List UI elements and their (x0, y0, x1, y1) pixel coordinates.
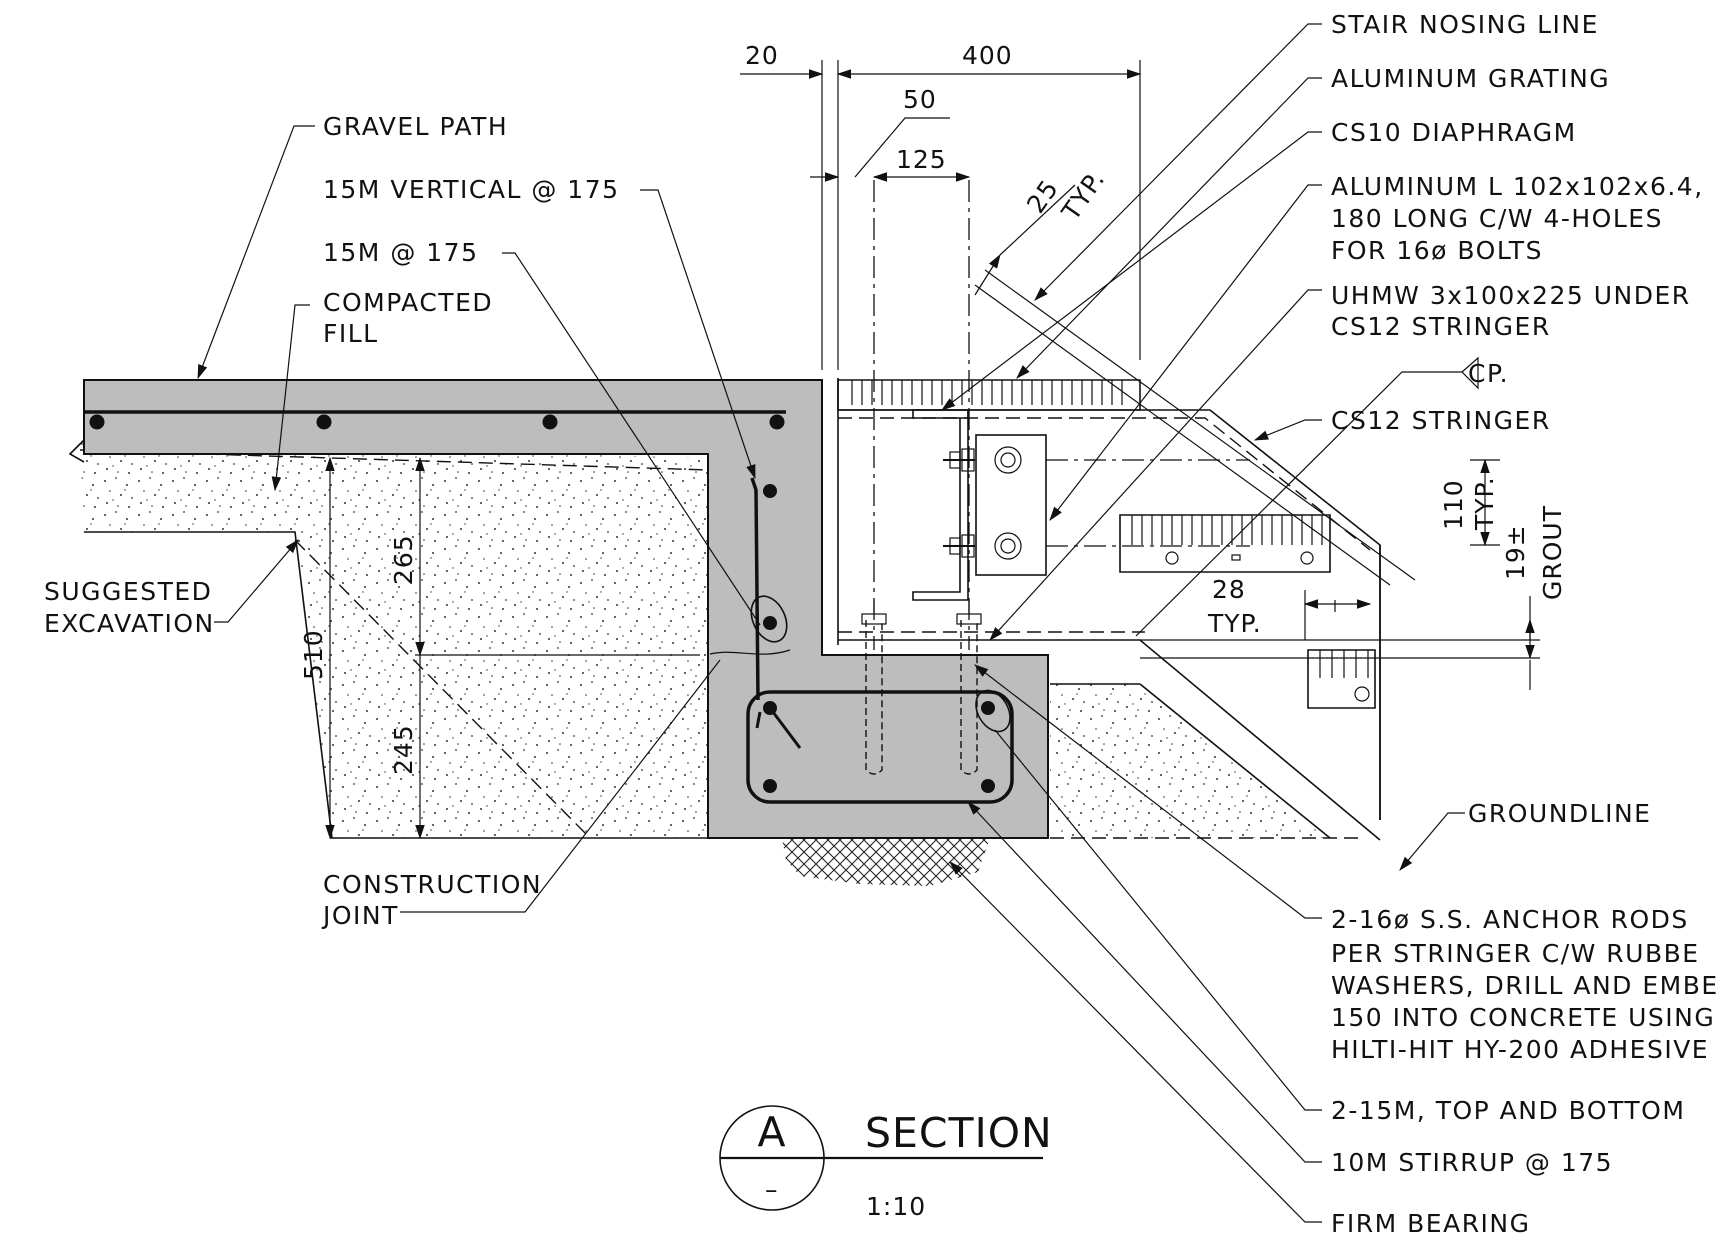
section-letter: A (757, 1108, 786, 1156)
concrete-slab (83, 379, 1049, 839)
label-excavation-2: EXCAVATION (44, 609, 215, 638)
footing-rebar (746, 689, 1014, 804)
label-anchor-1: 2-16ø S.S. ANCHOR RODS (1331, 905, 1689, 934)
section-name: SECTION (865, 1109, 1053, 1157)
label-top-bottom-bars: 2-15M, TOP AND BOTTOM (1331, 1096, 1685, 1125)
label-groundline: GROUNDLINE (1468, 799, 1651, 828)
label-anchor-2: PER STRINGER C/W RUBBE (1331, 939, 1700, 968)
label-stirrup: 10M STIRRUP @ 175 (1331, 1148, 1613, 1177)
label-stair-nosing: STAIR NOSING LINE (1331, 10, 1599, 39)
dim-28-typ: TYP. (1207, 609, 1262, 638)
label-anchor-5: HILTI-HIT HY-200 ADHESIVE (1331, 1035, 1709, 1064)
stair-assembly (837, 180, 1416, 841)
dim-19: 19± (1501, 524, 1530, 580)
dim-125: 125 (896, 145, 947, 174)
label-gravel-path: GRAVEL PATH (323, 112, 508, 141)
label-construction-joint-2: JOINT (321, 901, 399, 930)
label-aluminum-grating: ALUMINUM GRATING (1331, 64, 1610, 93)
dim-25: 25 (1021, 174, 1064, 218)
label-anchor-3: WASHERS, DRILL AND EMBE (1331, 971, 1719, 1000)
firm-bearing-soil (782, 838, 990, 886)
right-labels: STAIR NOSING LINE ALUMINUM GRATING CS10 … (1331, 10, 1719, 1238)
label-firm-bearing: FIRM BEARING (1331, 1209, 1531, 1238)
section-sheet: – (765, 1175, 779, 1204)
excavation-line (84, 531, 333, 839)
label-cp: CP. (1468, 359, 1509, 388)
dim-grout: GROUT (1538, 505, 1567, 600)
dim-110-typ: TYP. (1470, 476, 1499, 531)
label-compacted-fill-2: FILL (323, 319, 379, 348)
label-uhmw-2: CS12 STRINGER (1331, 312, 1551, 341)
dim-50: 50 (903, 85, 937, 114)
dim-110: 110 (1439, 479, 1468, 530)
compacted-fill (80, 440, 1331, 839)
dim-245: 245 (389, 724, 418, 775)
label-construction-joint-1: CONSTRUCTION (323, 870, 542, 899)
section-title: A – SECTION 1:10 (719, 1105, 1053, 1221)
dim-265: 265 (389, 534, 418, 585)
label-angle-2: 180 LONG C/W 4-HOLES (1331, 204, 1663, 233)
label-stringer: CS12 STRINGER (1331, 406, 1551, 435)
label-horizontal-bars: 15M @ 175 (323, 238, 479, 267)
left-labels: GRAVEL PATH 15M VERTICAL @ 175 15M @ 175… (44, 112, 620, 930)
leader-lines (197, 23, 1479, 1223)
label-angle-3: FOR 16ø BOLTS (1331, 236, 1543, 265)
label-excavation-1: SUGGESTED (44, 577, 212, 606)
dim-20: 20 (745, 41, 779, 70)
label-anchor-4: 150 INTO CONCRETE USING (1331, 1003, 1715, 1032)
dim-510: 510 (299, 629, 328, 680)
section-scale: 1:10 (866, 1192, 926, 1221)
break-line (68, 439, 85, 463)
label-uhmw-1: UHMW 3x100x225 UNDER (1331, 281, 1691, 310)
dimension-lines (325, 60, 1540, 840)
wall-rebar (709, 477, 791, 701)
label-vertical-bars: 15M VERTICAL @ 175 (323, 175, 620, 204)
excavation-slope (294, 539, 591, 839)
dim-400: 400 (962, 41, 1013, 70)
label-compacted-fill-1: COMPACTED (323, 288, 493, 317)
label-diaphragm: CS10 DIAPHRAGM (1331, 118, 1577, 147)
dim-28: 28 (1212, 575, 1246, 604)
label-angle-1: ALUMINUM L 102x102x6.4, (1331, 172, 1704, 201)
